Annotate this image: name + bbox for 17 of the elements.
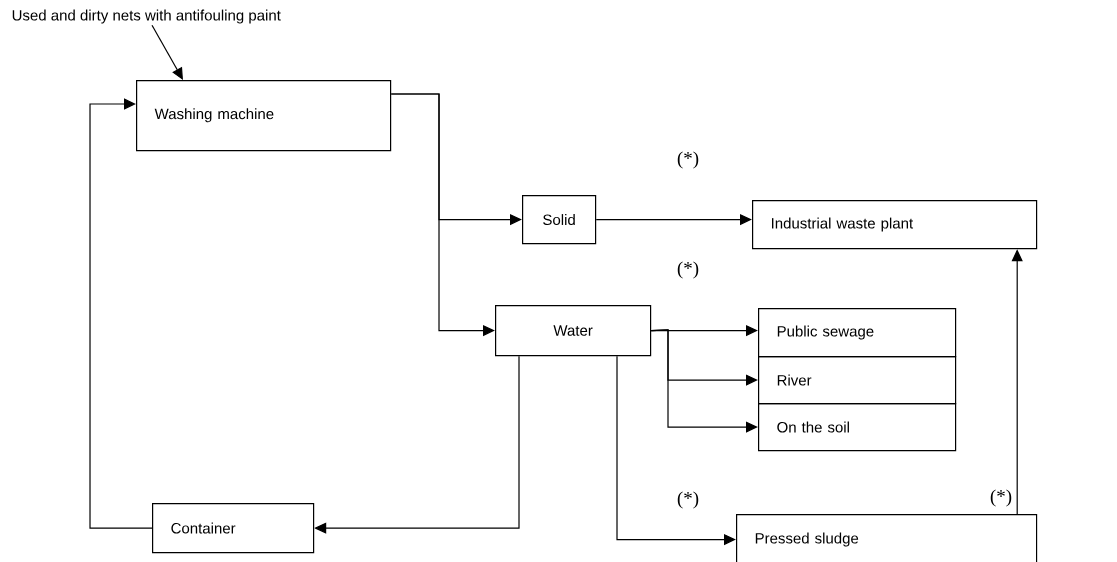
- process-box: Solid: [522, 195, 597, 245]
- process-box: River: [758, 356, 957, 405]
- process-box: Container: [152, 503, 315, 554]
- process-box: Industrial waste plant: [752, 200, 1038, 250]
- process-box: Pressed sludge: [736, 514, 1038, 562]
- arrow: [151, 24, 183, 80]
- process-box: Public sewage: [758, 308, 957, 358]
- arrow: [650, 329, 758, 433]
- process-box: Washing machine: [136, 80, 392, 152]
- note-mark: (*): [990, 489, 1012, 507]
- arrow: [89, 98, 153, 529]
- input-label: Used and dirty nets with antifouling paint: [12, 9, 281, 24]
- note-mark: (*): [677, 491, 699, 509]
- process-box: On the soil: [758, 403, 957, 452]
- process-box: Water: [495, 305, 652, 357]
- note-mark: (*): [677, 151, 699, 169]
- note-mark: (*): [677, 261, 699, 279]
